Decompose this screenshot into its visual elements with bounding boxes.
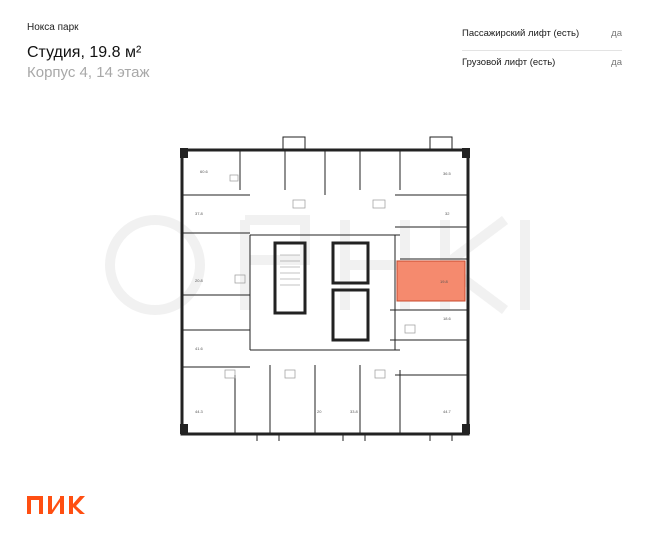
project-name: Нокса парк	[27, 22, 79, 33]
unit-label: 41.6	[195, 346, 204, 351]
header: Нокса парк Студия, 19.8 м² Корпус 4, 14 …	[27, 22, 149, 81]
features-list: Пассажирский лифт (есть) да Грузовой лиф…	[462, 22, 622, 79]
unit-label: 18.6	[443, 316, 452, 321]
unit-label: 36.5	[443, 171, 452, 176]
brand-logo	[27, 494, 85, 521]
unit-label: 60.6	[200, 169, 209, 174]
pik-logo-icon	[27, 496, 85, 514]
page-subtitle: Корпус 4, 14 этаж	[27, 64, 150, 81]
floor-plan-drawing: 60.6 36.5 37.8 32 20.8 19.8 41.6 18.6 44…	[180, 136, 470, 441]
feature-label: Грузовой лифт (есть)	[462, 57, 556, 68]
floor-plan: 60.6 36.5 37.8 32 20.8 19.8 41.6 18.6 44…	[175, 135, 475, 441]
page-title: Студия, 19.8 м²	[27, 44, 142, 61]
unit-label: 44.7	[443, 409, 452, 414]
unit-label: 37.8	[195, 211, 204, 216]
feature-value: да	[611, 28, 622, 39]
highlighted-unit	[396, 260, 466, 302]
feature-row-freight-lift: Грузовой лифт (есть) да	[462, 51, 622, 79]
feature-value: да	[611, 57, 622, 68]
unit-label: 20.8	[195, 278, 204, 283]
unit-label: 32	[445, 211, 450, 216]
unit-label: 20	[317, 409, 322, 414]
unit-label: 33.8	[350, 409, 359, 414]
feature-row-passenger-lift: Пассажирский лифт (есть) да	[462, 22, 622, 51]
feature-label: Пассажирский лифт (есть)	[462, 28, 580, 39]
unit-label: 44.3	[195, 409, 204, 414]
unit-label: 19.8	[440, 279, 449, 284]
